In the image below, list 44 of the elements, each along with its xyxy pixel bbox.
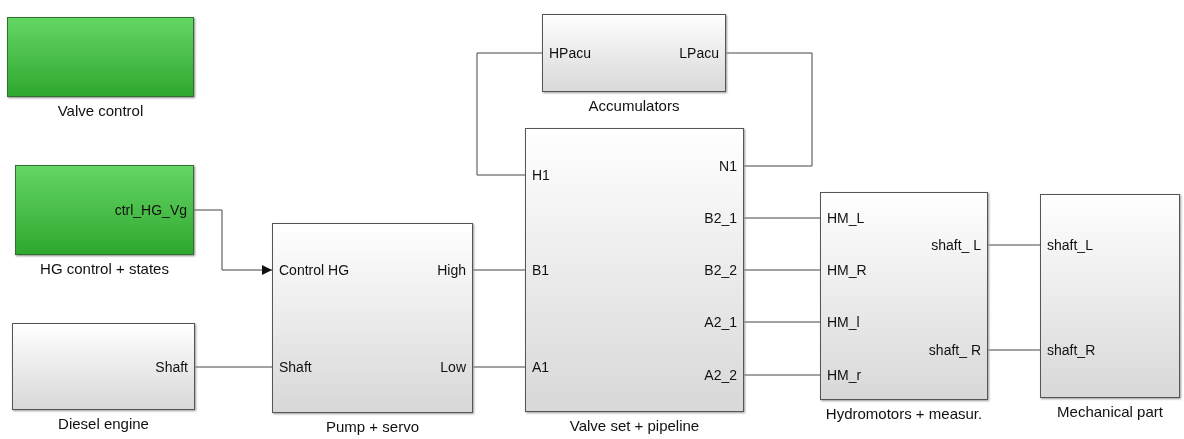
port-label: B2_2 [704, 261, 743, 279]
port-label: Shaft [155, 358, 194, 376]
port-label: B1 [526, 261, 550, 279]
connector-line [987, 244, 1041, 246]
connector-line [743, 217, 821, 219]
port-label: ctrl_HG_Vg [114, 201, 193, 219]
block-caption: Valve set + pipeline [569, 417, 700, 435]
port-label: LPacu [679, 44, 725, 62]
port-label: shaft_L [1041, 236, 1093, 254]
connector-line [743, 269, 821, 271]
port-label: Shaft [273, 358, 312, 376]
port-label: B2_1 [704, 209, 743, 227]
connector-line [743, 321, 821, 323]
port-label: HM_R [821, 261, 867, 279]
port-label: shaft_ R [928, 341, 987, 359]
port-label: HM_r [821, 366, 862, 384]
port-label: A2_1 [704, 313, 743, 331]
port-label: shaft_ L [931, 236, 987, 254]
port-label: High [437, 261, 472, 279]
block-caption: Diesel engine [58, 415, 149, 433]
block-caption: Pump + servo [326, 418, 419, 436]
connector-line [194, 366, 273, 368]
port-label: HPacu [543, 44, 592, 62]
block-caption: Mechanical part [1057, 403, 1163, 421]
port-label: shaft_R [1041, 341, 1096, 359]
connector-line [987, 349, 1041, 351]
port-label: A1 [526, 358, 550, 376]
port-label: Control HG [273, 261, 350, 279]
block-caption: HG control + states [40, 260, 169, 278]
connector-line [193, 209, 273, 275]
connector-line [743, 374, 821, 376]
block-caption: Hydromotors + measur. [825, 405, 983, 423]
port-label: HM_l [821, 313, 860, 331]
port-label: HM_L [821, 209, 865, 227]
connector-line [472, 366, 526, 368]
connector-line [476, 52, 543, 176]
port-label: Low [440, 358, 472, 376]
connector-line [472, 269, 526, 271]
block-caption: Accumulators [588, 97, 680, 115]
port-label: A2_2 [704, 366, 743, 384]
port-label: N1 [719, 157, 743, 175]
block-caption: Valve control [57, 102, 144, 120]
port-label: H1 [526, 166, 550, 184]
connector-line [725, 52, 813, 167]
